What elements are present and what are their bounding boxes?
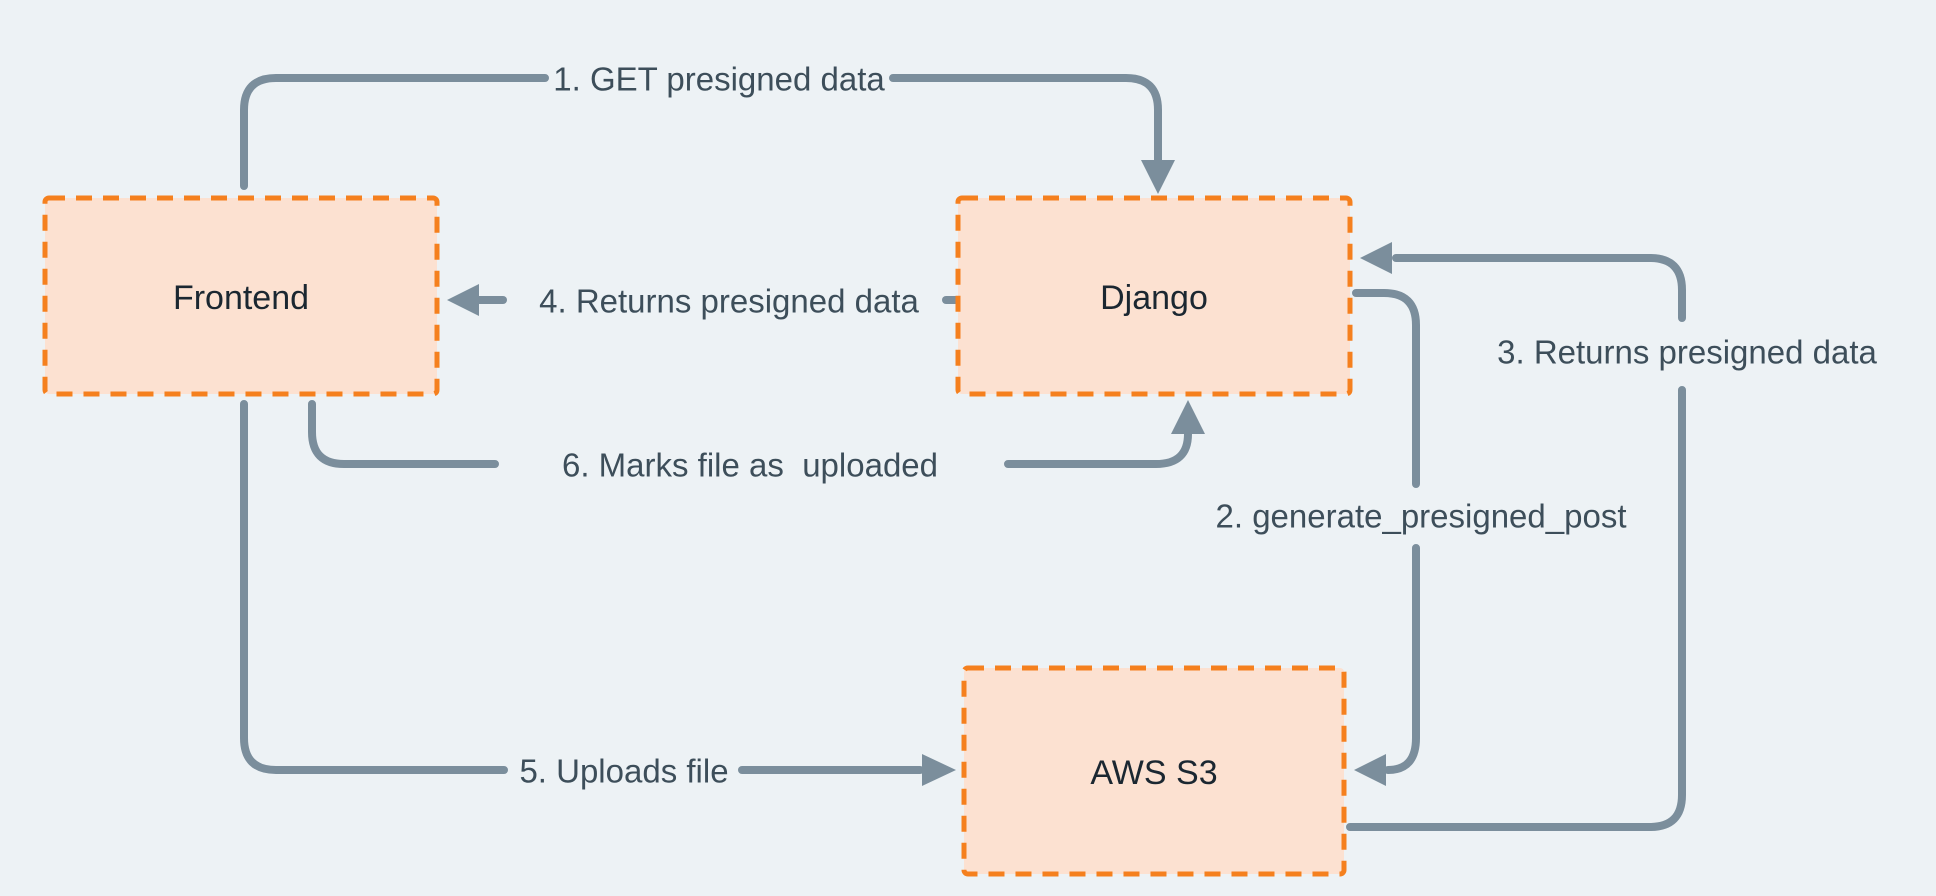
edge-5-label: 5. Uploads file [519, 753, 728, 790]
edge-6-label: 6. Marks file as uploaded [562, 447, 938, 484]
edge-5-arrowhead-right [922, 754, 956, 786]
edge-1-label: 1. GET presigned data [553, 61, 885, 98]
django-box [955, 195, 1353, 397]
edge-5-line-left [240, 400, 508, 774]
frontend-node: Frontend [42, 195, 440, 397]
edge-3-label: 3. Returns presigned data [1497, 334, 1877, 371]
edge-6-arrowhead-up [1171, 400, 1205, 434]
edge-6-line-right [1004, 430, 1192, 468]
edge-4-returns-presigned-data: 4. Returns presigned data [447, 283, 960, 320]
edge-6-line-left [308, 400, 499, 468]
edge-2-generate-presigned-post: 2. generate_presigned_post [1216, 289, 1627, 786]
edge-3-line-upper [1392, 254, 1686, 322]
aws-s3-label: AWS S3 [1090, 754, 1217, 792]
aws-s3-node: AWS S3 [961, 665, 1347, 877]
edge-5-uploads-file: 5. Uploads file [240, 400, 956, 790]
edge-2-line-upper [1352, 289, 1420, 488]
edge-1-line-left [240, 74, 549, 190]
edge-3-line-lower [1346, 386, 1686, 831]
edge-2-label: 2. generate_presigned_post [1216, 498, 1627, 535]
django-label: Django [1100, 279, 1208, 317]
edge-1-line-right [889, 74, 1162, 164]
aws-s3-box [961, 665, 1347, 877]
edge-2-line-lower [1384, 544, 1420, 774]
edge-2-arrowhead-left [1354, 754, 1386, 786]
edge-4-label: 4. Returns presigned data [539, 283, 919, 320]
django-node: Django [955, 195, 1353, 397]
edge-3-arrowhead-left [1360, 242, 1392, 274]
edge-1-get-presigned-data: 1. GET presigned data [240, 61, 1175, 194]
frontend-box [42, 195, 440, 397]
edge-3-returns-presigned-data: 3. Returns presigned data [1346, 242, 1878, 831]
edge-6-marks-file-uploaded: 6. Marks file as uploaded [308, 400, 1205, 484]
edge-1-arrowhead-down [1141, 160, 1175, 194]
frontend-label: Frontend [173, 279, 309, 317]
edge-4-arrowhead-left [447, 284, 479, 316]
